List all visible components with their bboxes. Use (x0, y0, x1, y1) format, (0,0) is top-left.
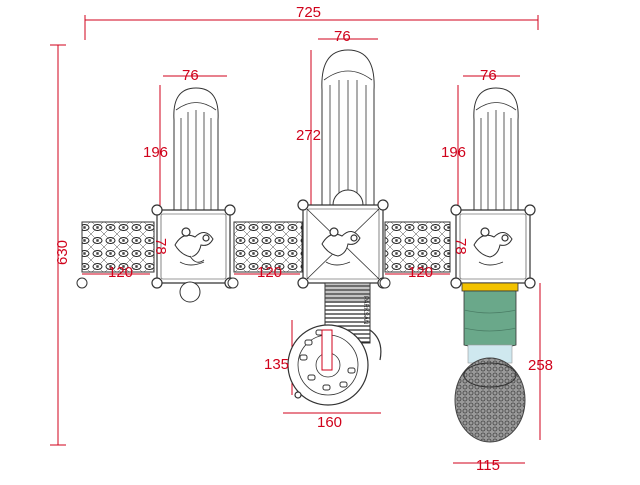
bridges (81, 221, 451, 273)
dim-bridge-right: 120 (408, 264, 433, 281)
dim-left-deck: 78 (152, 238, 169, 255)
right-tower-roof (473, 87, 519, 211)
dim-overall-width: 725 (296, 4, 321, 21)
dim-right-deck: 78 (452, 238, 469, 255)
dim-overall-height: 630 (54, 240, 71, 265)
dim-left-tower-width: 76 (182, 67, 199, 84)
dim-tube-height: 258 (528, 357, 553, 374)
dim-right-tower-height: 196 (441, 144, 466, 161)
dim-bridge-left: 120 (108, 264, 133, 281)
dimension-labels: 725 630 76 76 76 196 272 196 78 78 120 1… (54, 4, 553, 474)
center-deck (297, 199, 389, 289)
bridge-right (384, 221, 451, 273)
dim-tube-width: 115 (476, 457, 500, 474)
dim-right-tower-width: 76 (480, 67, 497, 84)
left-tower-roof (173, 87, 219, 211)
spinner-wheel (287, 324, 382, 406)
dim-wheel-height: 135 (264, 356, 289, 373)
dim-center-tower-height: 272 (296, 127, 321, 144)
tube-slide (454, 282, 526, 443)
dim-wheel-width: 160 (317, 414, 342, 431)
dimension-lines (50, 15, 541, 464)
bridge-left (81, 221, 155, 273)
tube-base (454, 357, 526, 443)
right-deck (450, 204, 536, 289)
bridge-center (233, 221, 303, 273)
panel-text: PARKSAN (362, 296, 368, 324)
dim-center-tower-width: 76 (334, 28, 351, 45)
connector-posts (76, 277, 391, 303)
tube-upper (463, 290, 517, 349)
dim-left-tower-height: 196 (143, 144, 168, 161)
center-tower-roof (321, 49, 375, 221)
tube-collar (461, 282, 519, 292)
dim-bridge-center: 120 (257, 264, 282, 281)
